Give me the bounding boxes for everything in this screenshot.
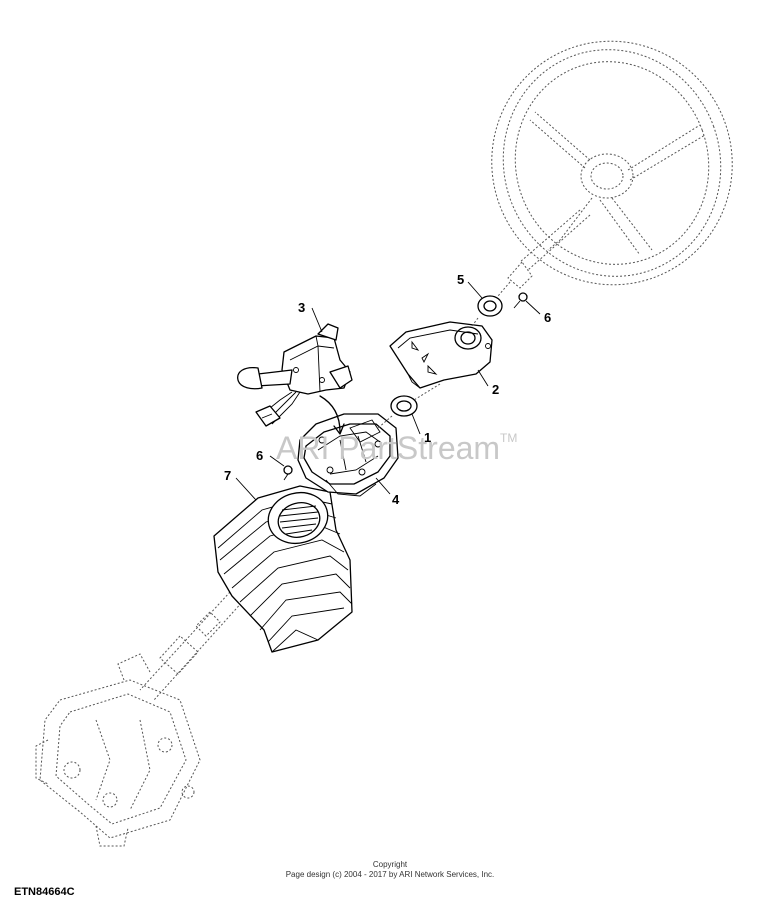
callout-7[interactable]: 7 bbox=[224, 468, 231, 483]
callout-3[interactable]: 3 bbox=[298, 300, 305, 315]
part-1-bushing bbox=[390, 395, 418, 417]
part-6-screw-upper bbox=[513, 292, 528, 309]
assembly-centerline bbox=[377, 281, 511, 429]
part-4-lower-housing bbox=[297, 413, 399, 497]
callout-6-upper[interactable]: 6 bbox=[544, 310, 551, 325]
steering-column-phantom bbox=[35, 591, 245, 847]
callout-1[interactable]: 1 bbox=[424, 430, 431, 445]
watermark-trademark: TM bbox=[500, 431, 517, 445]
figure-id: ETN84664C bbox=[14, 886, 75, 898]
callout-4[interactable]: 4 bbox=[392, 492, 400, 507]
copyright-title: Copyright bbox=[372, 860, 408, 869]
callout-6-lower[interactable]: 6 bbox=[256, 448, 263, 463]
callout-2[interactable]: 2 bbox=[492, 382, 499, 397]
watermark-text: ARI PartStream bbox=[276, 430, 500, 466]
callout-leaders bbox=[235, 281, 541, 501]
part-2-cover bbox=[389, 321, 493, 389]
copyright-line: Page design (c) 2004 - 2017 by ARI Netwo… bbox=[285, 870, 495, 879]
part-7-bellows-boot bbox=[213, 485, 353, 653]
steering-wheel-phantom bbox=[491, 40, 733, 289]
part-6-screw-lower bbox=[283, 465, 293, 481]
part-3-switch-lever bbox=[237, 323, 353, 435]
part-5-nut bbox=[477, 295, 503, 317]
callout-5[interactable]: 5 bbox=[457, 272, 464, 287]
